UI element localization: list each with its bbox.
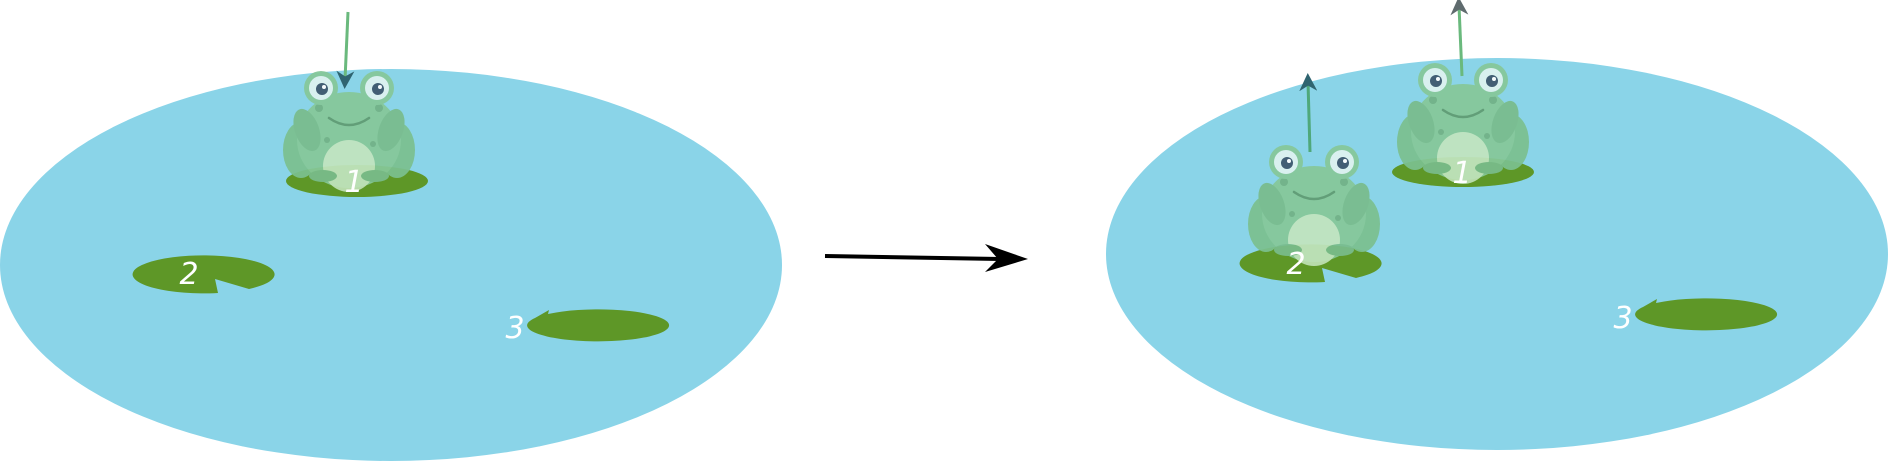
lily-pad-2: 2 (132, 255, 275, 294)
pad-label-2: 2 (1286, 247, 1305, 282)
pad-label-1: 1 (1452, 156, 1471, 191)
landing-arrow (336, 11, 355, 89)
arrow-head (985, 244, 1028, 272)
panel-after: 1 2 3 (1106, 0, 1888, 450)
pad-label-2: 2 (179, 257, 198, 292)
pad-label-1: 1 (344, 165, 363, 200)
right-arrow-icon (824, 254, 1001, 261)
lily-pad-icon (1635, 298, 1778, 331)
pad-label-3: 3 (1613, 301, 1632, 336)
lily-pad-icon (132, 255, 275, 294)
jump-arrow-2 (1299, 73, 1318, 153)
panel-before: 1 2 3 (0, 11, 782, 461)
transition-arrow (824, 244, 1028, 272)
lily-pad-icon (527, 309, 670, 342)
jump-arrow-1 (1450, 0, 1469, 77)
pond (0, 69, 782, 461)
pad-label-3: 3 (505, 311, 524, 346)
lily-pad-3: 3 (505, 309, 670, 346)
lily-pad-3: 3 (1613, 298, 1778, 336)
